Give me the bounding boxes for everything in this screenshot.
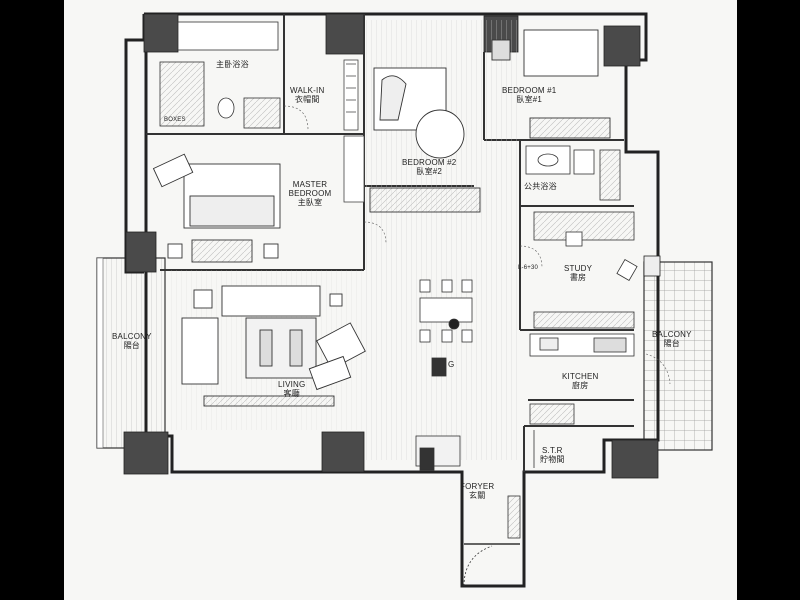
room-name-zh: 貯物間 — [540, 455, 565, 464]
room-name-zh: 玄關 — [469, 491, 486, 500]
room-name-zh: 陽台 — [663, 339, 681, 348]
room-name-zh: 廚房 — [572, 381, 589, 390]
right-balcony — [643, 261, 713, 451]
room-name-zh: 陽台 — [123, 341, 141, 350]
room-label-foyer: FORYER 玄關 — [460, 482, 494, 500]
room-name-en: FORYER — [460, 482, 495, 491]
room-name-en: MASTER BEDROOM — [288, 180, 332, 198]
room-name-zh: 主卧浴浴 — [216, 60, 249, 69]
room-name-en: BALCONY — [652, 330, 692, 339]
living-furniture — [181, 285, 366, 407]
room-name-zh: 客廳 — [283, 389, 300, 398]
annotation-boxes: BOXES — [164, 117, 186, 123]
room-label-bedroom-1: BEDROOM #1 臥室#1 — [502, 86, 556, 104]
room-label-master-bedroom: MASTER BEDROOM 主臥室 — [286, 180, 334, 207]
room-name-zh: 主臥室 — [297, 198, 323, 207]
annotation-dining: G — [448, 360, 455, 369]
room-label-public-bath: 公共浴浴 — [524, 182, 557, 191]
annotation-dims: L-6+30 — [518, 265, 539, 271]
room-name-en: S.T.R — [542, 446, 563, 455]
room-label-bedroom-2: BEDROOM #2 臥室#2 — [402, 158, 456, 176]
room-label-storage: S.T.R 貯物間 — [540, 446, 565, 464]
room-name-en: LIVING — [278, 380, 306, 389]
left-balcony — [96, 257, 166, 449]
bedroom-2-bed — [369, 67, 481, 213]
room-label-living: LIVING 客廳 — [278, 380, 305, 398]
door-swings — [283, 105, 671, 385]
room-name-zh: 書房 — [569, 273, 587, 282]
foyer-details — [415, 435, 521, 587]
room-label-walk-in: WALK-IN 衣帽間 — [290, 86, 324, 104]
room-name-zh: 公共浴浴 — [524, 182, 557, 191]
room-label-balcony-left: BALCONY 陽台 — [112, 332, 152, 350]
room-name-en: BEDROOM #2 — [402, 158, 457, 167]
bedroom-1-bed — [491, 29, 611, 139]
room-name-en: STUDY — [564, 264, 593, 273]
room-label-study: STUDY 書房 — [564, 264, 592, 282]
public-bath-fixtures — [525, 145, 621, 201]
dining-furniture — [419, 279, 473, 377]
room-name-en: KITCHEN — [562, 372, 599, 381]
room-name-zh: 衣帽間 — [294, 95, 320, 104]
master-bedroom-furniture — [152, 153, 281, 263]
room-name-en: WALK-IN — [290, 86, 325, 95]
room-name-en: BEDROOM #1 — [502, 86, 557, 95]
floor-plan-sheet: 主卧浴浴 WALK-IN 衣帽間 BEDROOM #2 臥室#2 BEDROOM… — [64, 0, 737, 600]
room-label-master-bath: 主卧浴浴 — [216, 60, 249, 69]
floor-plan-drawing — [96, 12, 713, 588]
study-furniture — [533, 211, 638, 329]
room-label-balcony-right: BALCONY 陽台 — [652, 330, 692, 348]
walk-in-shelves — [343, 59, 365, 203]
kitchen-counters — [529, 333, 635, 425]
room-name-zh: 臥室#2 — [416, 167, 443, 176]
room-name-en: BALCONY — [112, 332, 152, 341]
room-label-kitchen: KITCHEN 廚房 — [562, 372, 599, 390]
room-name-zh: 臥室#1 — [516, 95, 543, 104]
master-bath-fixtures — [159, 21, 281, 129]
